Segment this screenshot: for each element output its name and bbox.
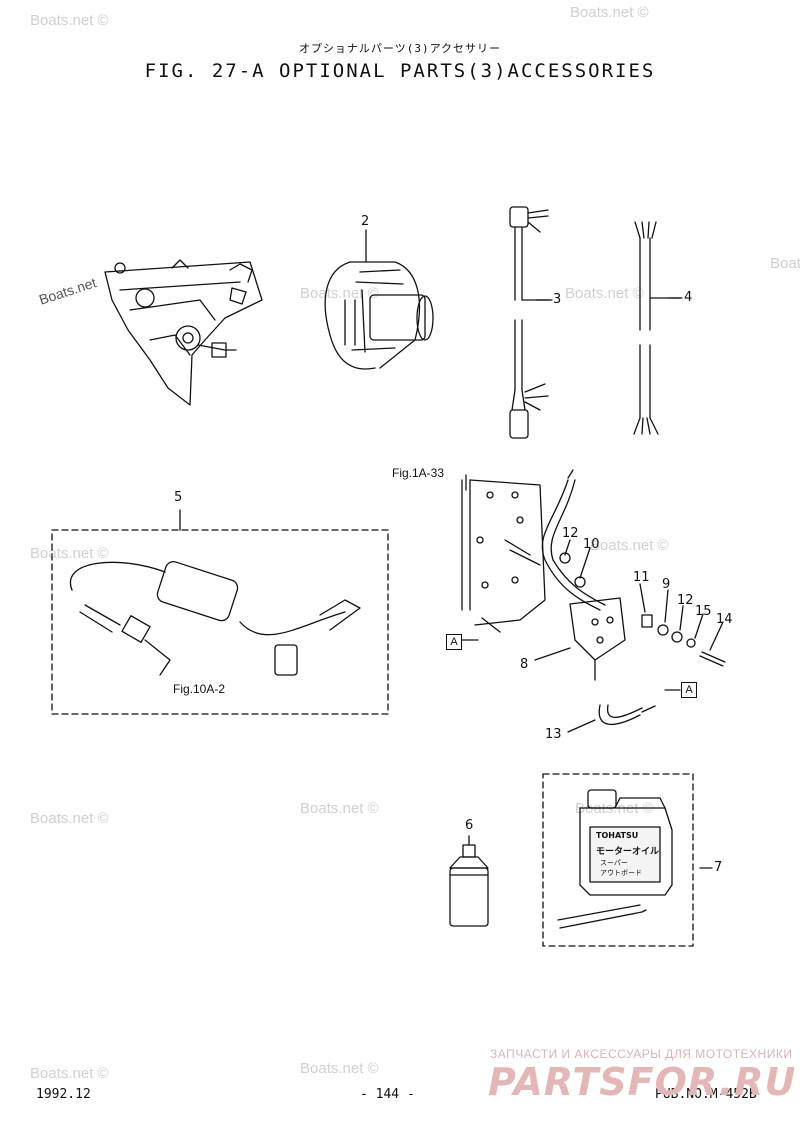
watermark: Boats.net © bbox=[565, 285, 644, 302]
callout-3: 3 bbox=[553, 292, 562, 307]
kit-7-dashed-box bbox=[542, 773, 694, 947]
cable-harness-3-drawing bbox=[509, 206, 551, 439]
oil-brand-label: TOHATSU bbox=[596, 831, 639, 840]
figure-title: FIG. 27-A OPTIONAL PARTS(3)ACCESSORIES bbox=[144, 60, 656, 82]
lower-unit-drawing bbox=[104, 259, 263, 406]
footer-page-number: - 144 - bbox=[360, 1087, 415, 1102]
ref-fig-10a-2: Fig.10A-2 bbox=[173, 682, 226, 696]
oil-line-assembly-drawing bbox=[461, 469, 726, 726]
watermark: Boats.net bbox=[770, 255, 800, 272]
footer-date: 1992.12 bbox=[36, 1087, 91, 1102]
oil-name-label: モーターオイル bbox=[596, 847, 660, 857]
ring-magnet-drawing bbox=[324, 229, 434, 370]
watermark: Boats.net © bbox=[30, 810, 109, 827]
watermark: Boats.net © bbox=[570, 4, 649, 21]
watermark: Boats.net © bbox=[30, 545, 109, 562]
watermark: Boats.net © bbox=[300, 285, 379, 302]
callout-4: 4 bbox=[684, 290, 693, 305]
callout-9: 9 bbox=[662, 577, 671, 592]
callout-13: 13 bbox=[545, 727, 562, 742]
watermark: Boats.net © bbox=[30, 12, 109, 29]
watermark: Boats.net © bbox=[30, 1065, 109, 1082]
oil-container-drawing bbox=[557, 789, 673, 929]
brand-tagline: ЗАПЧАСТИ И АКСЕССУАРЫ ДЛЯ МОТОТЕХНИКИ bbox=[490, 1047, 793, 1061]
spark-plug-cable-drawing bbox=[69, 561, 361, 676]
footer-pub-number: PUB.NO.M-452B bbox=[655, 1087, 757, 1102]
figure-subtitle: オプショナルパーツ(3)アクセサリー bbox=[298, 42, 502, 55]
callout-14: 14 bbox=[716, 612, 733, 627]
callout-6: 6 bbox=[465, 818, 474, 833]
callout-7: 7 bbox=[714, 860, 723, 875]
ref-box-a-left: A bbox=[446, 634, 462, 650]
cable-4-drawing bbox=[633, 221, 681, 435]
callout-12-lower: 12 bbox=[677, 593, 694, 608]
watermark: Boats.net © bbox=[300, 800, 379, 817]
ref-fig-1a-33: Fig.1A-33 bbox=[392, 466, 445, 480]
callout-12-upper: 12 bbox=[562, 526, 579, 541]
oil-grade-label: スーパー bbox=[600, 859, 628, 867]
watermark: Boats.net © bbox=[590, 537, 669, 554]
callout-5: 5 bbox=[174, 490, 183, 505]
callout-8: 8 bbox=[520, 657, 529, 672]
callout-2: 2 bbox=[361, 214, 370, 229]
oil-type-label: アウトボード bbox=[600, 869, 642, 877]
spray-can-drawing bbox=[449, 835, 489, 927]
brand-logo: PARTSFOR.RU bbox=[488, 1060, 797, 1104]
ref-box-a-right: A bbox=[681, 682, 697, 698]
callout-15: 15 bbox=[695, 604, 712, 619]
callout-10: 10 bbox=[583, 537, 600, 552]
callout-11: 11 bbox=[633, 570, 650, 585]
watermark: Boats.net © bbox=[300, 1060, 379, 1077]
